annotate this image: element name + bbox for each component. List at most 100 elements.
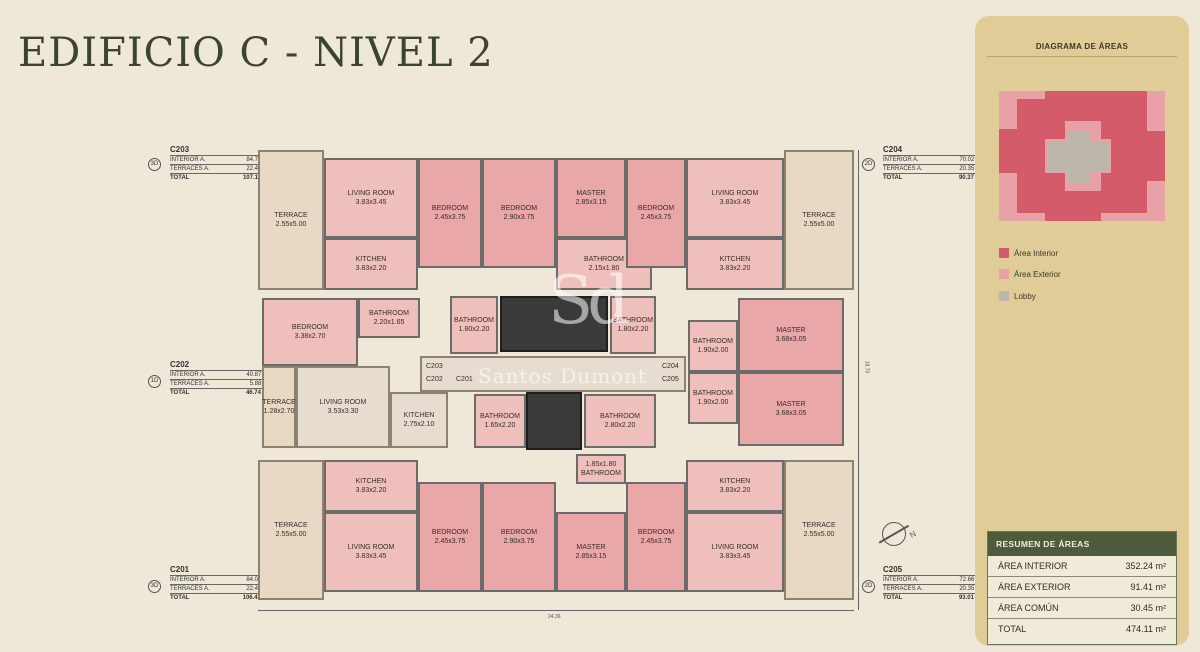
legend-label: Área Exterior <box>1014 269 1061 279</box>
page-title: EDIFICIO C - NIVEL 2 <box>18 30 494 76</box>
width-dimension: 24.36 <box>548 614 561 620</box>
room-dim: 2.45x3.75 <box>434 538 466 545</box>
room-name: BATHROOM <box>584 256 624 263</box>
interior-value: 70.02 <box>959 157 975 163</box>
interior-label: INTERIOR A. <box>170 157 206 163</box>
room-dim: 2.55x5.00 <box>275 531 307 538</box>
room-dim: 3.83x3.45 <box>719 553 751 560</box>
panel-title: DIAGRAMA DE ÁREAS <box>1035 42 1129 51</box>
total-value: 106.42 <box>242 595 261 601</box>
interior-value: 40.87 <box>246 372 262 378</box>
terraces-value: 20.35 <box>959 166 975 172</box>
room-name: KITCHEN <box>355 478 387 485</box>
interior-value: 72.66 <box>959 577 975 583</box>
door-label-c204: C204 <box>662 363 679 370</box>
room-name: BATHROOM <box>480 413 520 420</box>
room-dim: 3.83x3.45 <box>719 199 751 206</box>
total-value: 107.11 <box>242 175 261 181</box>
room-name: MASTER <box>776 401 806 408</box>
room-name: LIVING ROOM <box>347 190 395 197</box>
north-label: N <box>908 529 918 540</box>
diagram-unit <box>1045 91 1101 121</box>
area-diagram <box>999 91 1165 221</box>
door-label-c201: C201 <box>456 376 473 383</box>
total-value: 93.01 <box>958 595 974 601</box>
room-kitchen-mid-left: KITCHEN 2.75x2.10 <box>390 392 448 448</box>
door-label-c202: C202 <box>426 376 443 383</box>
room-dim: 1.80x2.20 <box>458 326 490 333</box>
room-name: TERRACE <box>802 212 836 219</box>
room-dim: 1.90x2.00 <box>697 347 729 354</box>
interior-label: INTERIOR A. <box>170 372 206 378</box>
room-dim: 2.45x3.75 <box>640 214 672 221</box>
room-name: BATHROOM <box>693 338 733 345</box>
summary-label: TOTAL <box>998 624 1027 634</box>
room-dim: 3.68x3.05 <box>775 410 807 417</box>
diagram-unit <box>999 129 1045 173</box>
room-name: TERRACE <box>274 522 308 529</box>
room-bathroom-mid-left: BATHROOM 2.20x1.65 <box>358 298 420 338</box>
unit-code: C204 <box>883 145 903 154</box>
room-dim: 3.83x3.45 <box>355 553 387 560</box>
room-dim: 2.45x3.75 <box>434 214 466 221</box>
room-name: BATHROOM <box>369 310 409 317</box>
room-name: BATHROOM <box>454 317 494 324</box>
door-label-c203: C203 <box>426 363 443 370</box>
total-value: 46.74 <box>245 390 261 396</box>
room-name: KITCHEN <box>403 412 435 419</box>
room-dim: 2.45x3.75 <box>640 538 672 545</box>
unit-info-c204: C204 INTERIOR A.70.02 m² TERRACES A.20.3… <box>883 146 983 182</box>
interior-label: INTERIOR A. <box>883 157 919 163</box>
lobby <box>420 356 686 392</box>
room-name: BEDROOM <box>431 205 469 212</box>
summary-label: ÁREA COMÚN <box>998 603 1059 613</box>
room-name: LIVING ROOM <box>711 190 759 197</box>
room-dim: 3.83x3.45 <box>355 199 387 206</box>
legend-label: Lobby <box>1014 291 1036 301</box>
room-dim: 1.65x2.20 <box>484 422 516 429</box>
height-dimension: 18.70 <box>863 360 870 374</box>
room-dim: 2.75x2.10 <box>403 421 435 428</box>
total-label: TOTAL <box>170 390 190 396</box>
room-dim: 2.20x1.65 <box>373 319 405 326</box>
unit-badge-c204: 2D <box>862 158 875 171</box>
door-label-c205: C205 <box>662 376 679 383</box>
room-dim: 2.55x5.00 <box>803 531 835 538</box>
room-dim: 2.85x3.15 <box>575 199 607 206</box>
room-terrace-bottom-left: TERRACE 2.55x5.00 <box>258 460 324 600</box>
unit-info-c203: C203 INTERIOR A.84.70 m² TERRACES A.22.4… <box>170 146 270 182</box>
room-name: MASTER <box>776 327 806 334</box>
room-kitchen-top-right: KITCHEN 3.83x2.20 <box>686 238 784 290</box>
room-dim: 3.68x3.05 <box>775 336 807 343</box>
room-dim: 3.38x2.70 <box>294 333 326 340</box>
room-name: BATHROOM <box>600 413 640 420</box>
north-arrow-icon <box>882 522 906 546</box>
room-name: TERRACE <box>802 522 836 529</box>
room-name: KITCHEN <box>719 256 751 263</box>
room-dim: 2.55x5.00 <box>275 221 307 228</box>
room-dim: 2.90x3.75 <box>503 214 535 221</box>
room-dim: 1.28x2.70 <box>263 408 295 415</box>
room-bathroom-right-1: BATHROOM 1.90x2.00 <box>688 320 738 372</box>
diagram-unit <box>1101 173 1147 213</box>
room-dim: 3.83x2.20 <box>719 265 751 272</box>
summary-value: 352.24 m² <box>1125 561 1166 571</box>
room-dim: 3.83x2.20 <box>719 487 751 494</box>
room-dim: 3.83x2.20 <box>355 265 387 272</box>
